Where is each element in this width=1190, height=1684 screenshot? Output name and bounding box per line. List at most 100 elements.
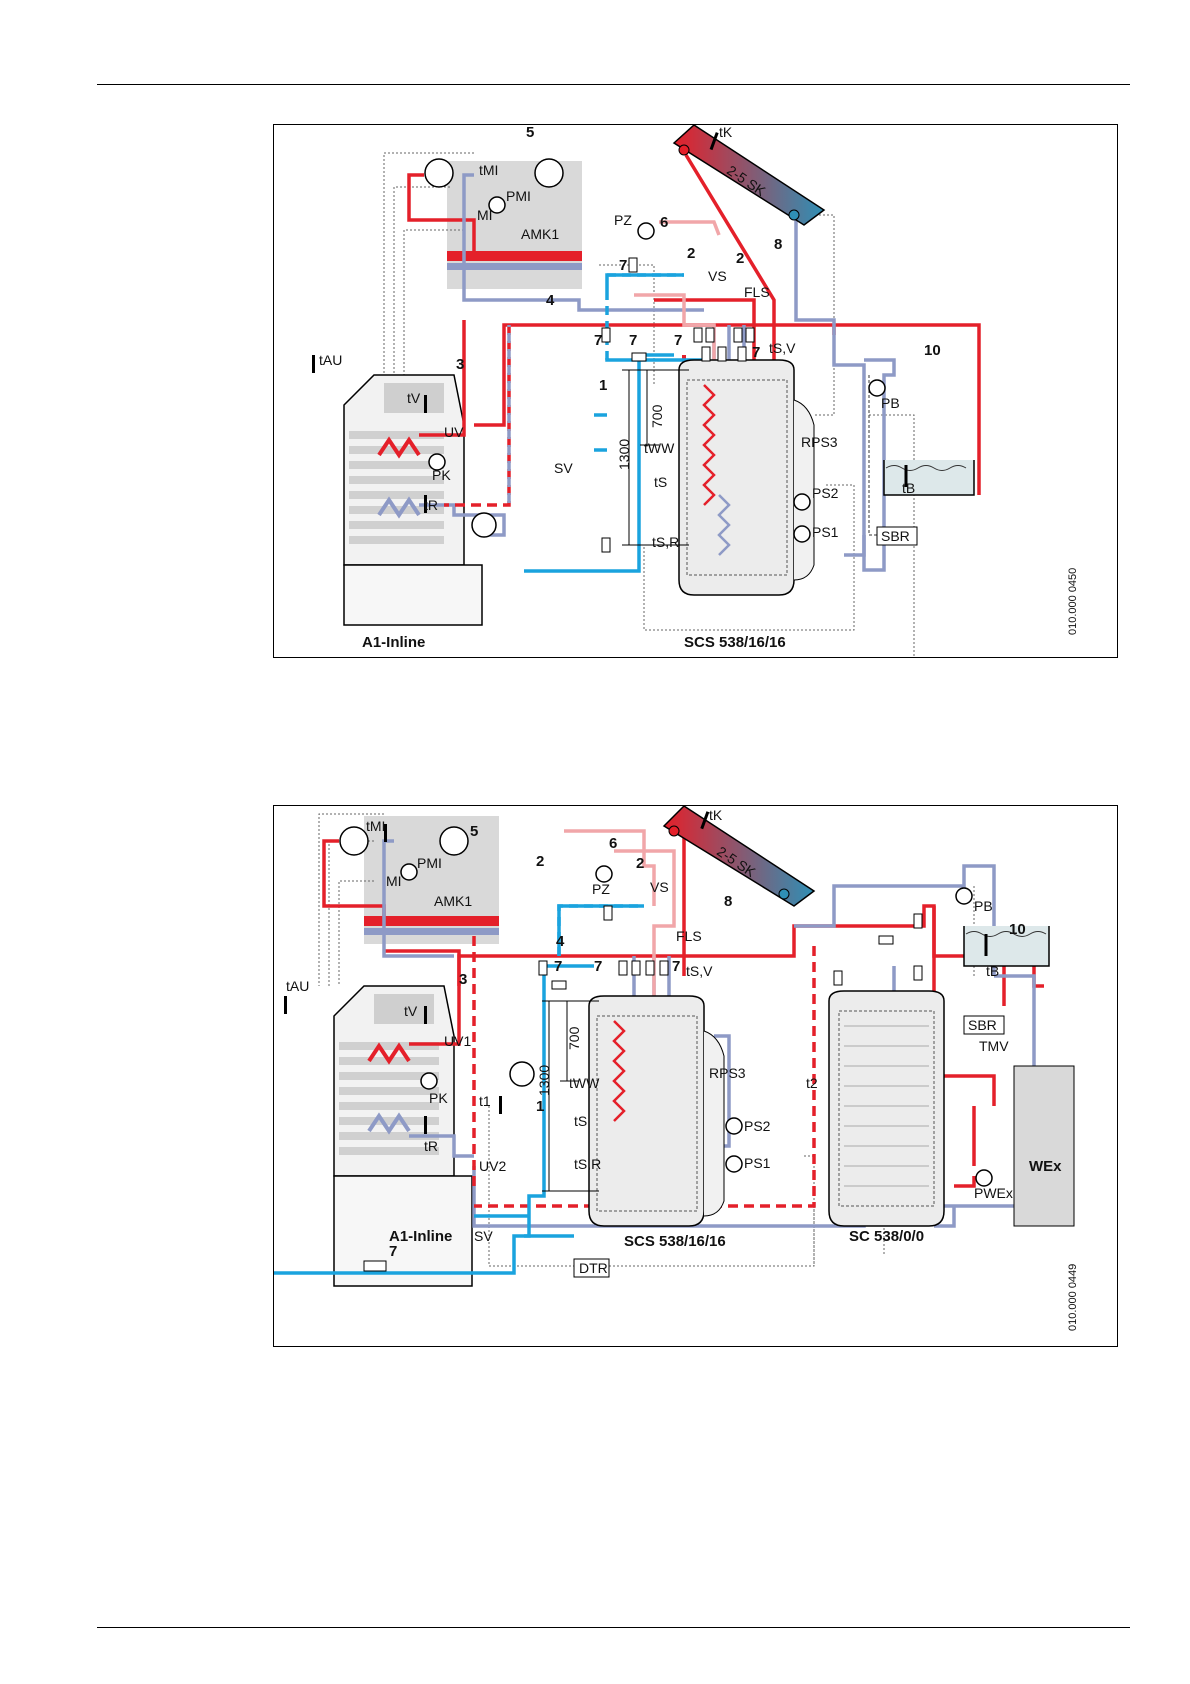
label-tr: tR — [424, 1138, 438, 1154]
label-8: 8 — [774, 236, 782, 253]
label-tmi: tMI — [479, 162, 498, 178]
diagram-1-frame: 5 tMI PMI MI AMK1 tK 2-5 SK 8 PZ 6 2 2 7… — [273, 124, 1118, 665]
caption-boiler: A1-Inline — [389, 1228, 452, 1245]
boiler — [343, 374, 483, 626]
sbr-box — [963, 1015, 1005, 1035]
label-amk1: AMK1 — [521, 226, 559, 242]
label-pmi: PMI — [506, 188, 531, 204]
label-t2: t2 — [806, 1075, 818, 1091]
diagram-2: tMI 5 tK 6 2 2 PMI PZ MI AMK1 VS 2-5 SK … — [274, 805, 1079, 1331]
label-t1: t1 — [479, 1093, 491, 1109]
label-2a: 2 — [687, 245, 695, 262]
label-6: 6 — [660, 214, 668, 231]
label-7b: 7 — [594, 332, 602, 349]
label-3: 3 — [456, 356, 464, 373]
label-4: 4 — [556, 933, 565, 950]
dimensions — [622, 369, 689, 546]
diagram-2-frame: tMI 5 tK 6 2 2 PMI PZ MI AMK1 VS 2-5 SK … — [273, 805, 1118, 1347]
label-pmi: PMI — [417, 855, 442, 871]
label-tsv: tS,V — [769, 340, 796, 356]
label-uv2: UV2 — [479, 1158, 506, 1174]
label-1300: 1300 — [616, 439, 632, 470]
bottom-rule — [97, 1627, 1130, 1628]
label-pwex: PWEx — [974, 1185, 1013, 1201]
label-pz: PZ — [614, 212, 632, 228]
label-1: 1 — [536, 1098, 544, 1115]
wex-box — [1013, 1065, 1075, 1227]
label-ts: tS — [654, 474, 667, 490]
label-8: 8 — [724, 893, 732, 910]
pumps — [339, 826, 993, 1187]
label-3: 3 — [459, 971, 467, 988]
label-tmv: TMV — [979, 1038, 1009, 1054]
label-vs: VS — [708, 268, 727, 284]
manifold-flow — [364, 916, 499, 926]
label-2b: 2 — [736, 250, 744, 267]
label-5: 5 — [526, 125, 534, 141]
label-6: 6 — [609, 835, 617, 852]
label-4: 4 — [546, 292, 555, 309]
label-1: 1 — [599, 377, 607, 394]
label-pk: PK — [429, 1090, 448, 1106]
tank-scs — [588, 995, 725, 1227]
caption-tank: SCS 538/16/16 — [624, 1233, 726, 1250]
manifold-flow — [447, 251, 582, 261]
check-valves — [601, 257, 755, 553]
label-700: 700 — [649, 404, 665, 428]
dimensions — [542, 1000, 599, 1192]
label-uv1: UV1 — [444, 1033, 471, 1049]
sensors — [312, 132, 719, 513]
label-tau: tAU — [319, 352, 342, 368]
label-mi: MI — [477, 207, 493, 223]
label-7d: 7 — [674, 332, 682, 349]
label-10: 10 — [1009, 921, 1026, 938]
pumps — [424, 158, 886, 543]
label-tk: tK — [709, 807, 723, 823]
label-ps2: PS2 — [744, 1118, 771, 1134]
label-7c: 7 — [629, 332, 637, 349]
manifold-return — [364, 928, 499, 935]
label-7e: 7 — [752, 344, 760, 361]
label-7a: 7 — [619, 257, 627, 274]
label-1300: 1300 — [536, 1065, 552, 1096]
boiler — [333, 985, 473, 1287]
manifold-return — [447, 263, 582, 270]
label-7a: 7 — [554, 958, 562, 975]
label-7c: 7 — [672, 958, 680, 975]
label-2b: 2 — [636, 855, 644, 872]
label-fls: FLS — [676, 928, 702, 944]
tank-scs — [678, 359, 815, 596]
label-ps1: PS1 — [812, 524, 839, 540]
caption-tank2: SC 538/0/0 — [849, 1228, 924, 1245]
label-10: 10 — [924, 342, 941, 359]
label-2a: 2 — [536, 853, 544, 870]
label-vs: VS — [650, 879, 669, 895]
label-rps3: RPS3 — [709, 1065, 746, 1081]
label-fls: FLS — [744, 284, 770, 300]
circulation-pipes — [444, 325, 686, 507]
solar-collector — [672, 124, 826, 226]
label-tsv: tS,V — [686, 963, 713, 979]
label-tv: tV — [407, 390, 421, 406]
label-pz: PZ — [592, 881, 610, 897]
label-tau: tAU — [286, 978, 309, 994]
label-pk: PK — [432, 467, 451, 483]
storage-10 — [963, 926, 1050, 967]
dtr-box — [573, 1258, 610, 1278]
label-amk1: AMK1 — [434, 893, 472, 909]
drawing-code: 010.000 0449 — [1067, 1264, 1079, 1331]
label-sbr: SBR — [968, 1017, 997, 1033]
label-700: 700 — [566, 1026, 582, 1050]
caption-tank: SCS 538/16/16 — [684, 634, 786, 651]
label-ps1: PS1 — [744, 1155, 771, 1171]
label-uv: UV — [444, 424, 464, 440]
label-wex: WEx — [1029, 1158, 1062, 1175]
label-7d: 7 — [389, 1243, 397, 1260]
label-7b: 7 — [594, 958, 602, 975]
label-tsr: tS,R — [652, 534, 679, 550]
label-pb: PB — [974, 898, 993, 914]
label-5: 5 — [470, 823, 478, 840]
label-sv: SV — [474, 1228, 493, 1244]
sensors — [284, 811, 710, 1134]
top-rule — [97, 84, 1130, 85]
